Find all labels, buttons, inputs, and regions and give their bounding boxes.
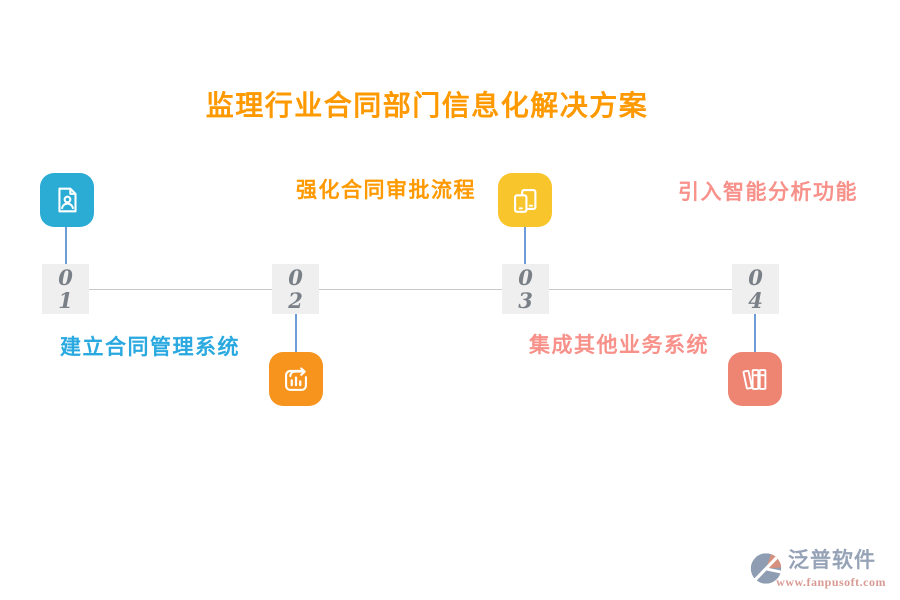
brand-name: 泛普软件 xyxy=(788,549,876,572)
step-number-bottom: 2 xyxy=(288,288,303,313)
bar-chart-arrow-glyph xyxy=(285,367,307,391)
step-number-bottom: 1 xyxy=(58,288,73,313)
step-label: 建立合同管理系统 xyxy=(60,336,240,359)
step-number-box: 0 1 xyxy=(42,264,89,314)
step-label: 集成其他业务系统 xyxy=(529,334,709,357)
fanpu-logo-icon xyxy=(750,553,782,584)
page-title: 监理行业合同部门信息化解决方案 xyxy=(205,90,649,121)
step-number-bottom: 4 xyxy=(748,288,763,313)
step-label: 强化合同审批流程 xyxy=(296,179,476,202)
connector-line xyxy=(524,227,526,265)
step-number-top: 0 xyxy=(288,265,303,290)
connector-line xyxy=(754,314,756,352)
books-icon xyxy=(728,352,782,406)
step-number-top: 0 xyxy=(748,265,763,290)
step-label: 引入智能分析功能 xyxy=(678,181,858,204)
timeline-line xyxy=(66,289,756,290)
books-glyph xyxy=(742,369,767,390)
person-document-icon xyxy=(40,173,94,227)
connector-line xyxy=(295,314,297,352)
devices-glyph xyxy=(514,189,537,213)
connector-line xyxy=(65,227,67,265)
step-number-bottom: 3 xyxy=(518,288,533,313)
brand-footer: 泛普软件 www.fanpusoft.com xyxy=(746,548,886,590)
brand-website: www.fanpusoft.com xyxy=(776,575,886,589)
step-number-box: 0 4 xyxy=(732,264,779,314)
devices-icon xyxy=(498,173,552,227)
step-number-box: 0 2 xyxy=(272,264,319,314)
step-number-box: 0 3 xyxy=(502,264,549,314)
person-document-glyph xyxy=(58,187,77,213)
step-number-top: 0 xyxy=(518,265,533,290)
step-number-top: 0 xyxy=(58,265,73,290)
bar-chart-arrow-icon xyxy=(269,352,323,406)
